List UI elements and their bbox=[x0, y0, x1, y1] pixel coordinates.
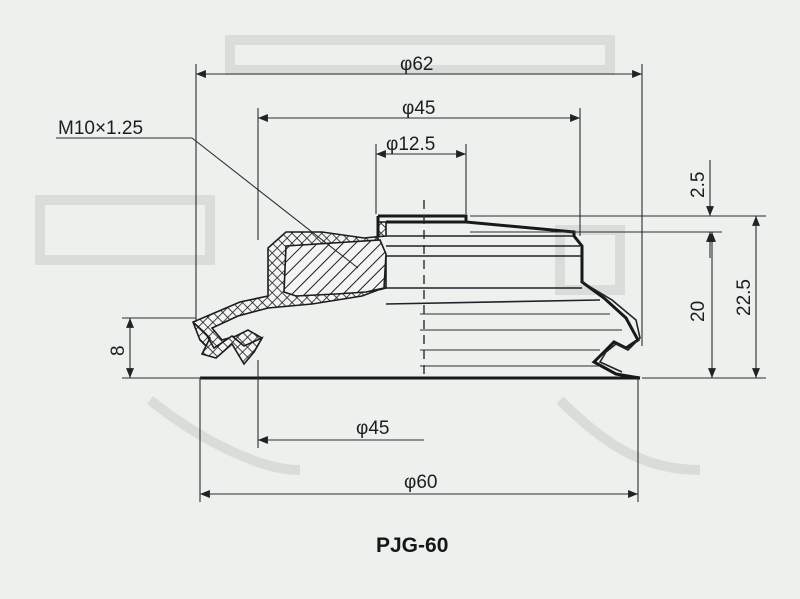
dim-phi-45-bottom: φ45 bbox=[356, 418, 389, 439]
dim-thread-m10: M10×1.25 bbox=[58, 118, 143, 139]
dim-phi-12-5: φ12.5 bbox=[386, 134, 435, 155]
dimension-lines bbox=[56, 64, 766, 502]
dim-phi-45-top: φ45 bbox=[402, 98, 435, 119]
dim-phi-62: φ62 bbox=[400, 54, 433, 75]
dim-20: 20 bbox=[688, 301, 709, 322]
thread-insert-hatch bbox=[283, 239, 387, 297]
bleed-through-marks bbox=[35, 35, 701, 475]
dim-22-5: 22.5 bbox=[734, 279, 755, 316]
lip-section-hatch bbox=[192, 321, 264, 366]
dim-phi-60: φ60 bbox=[404, 472, 437, 493]
dim-2-5: 2.5 bbox=[688, 172, 709, 198]
suction-cup-section bbox=[191, 200, 641, 380]
dim-8: 8 bbox=[108, 345, 129, 356]
drawing-title: PJG-60 bbox=[376, 534, 448, 557]
